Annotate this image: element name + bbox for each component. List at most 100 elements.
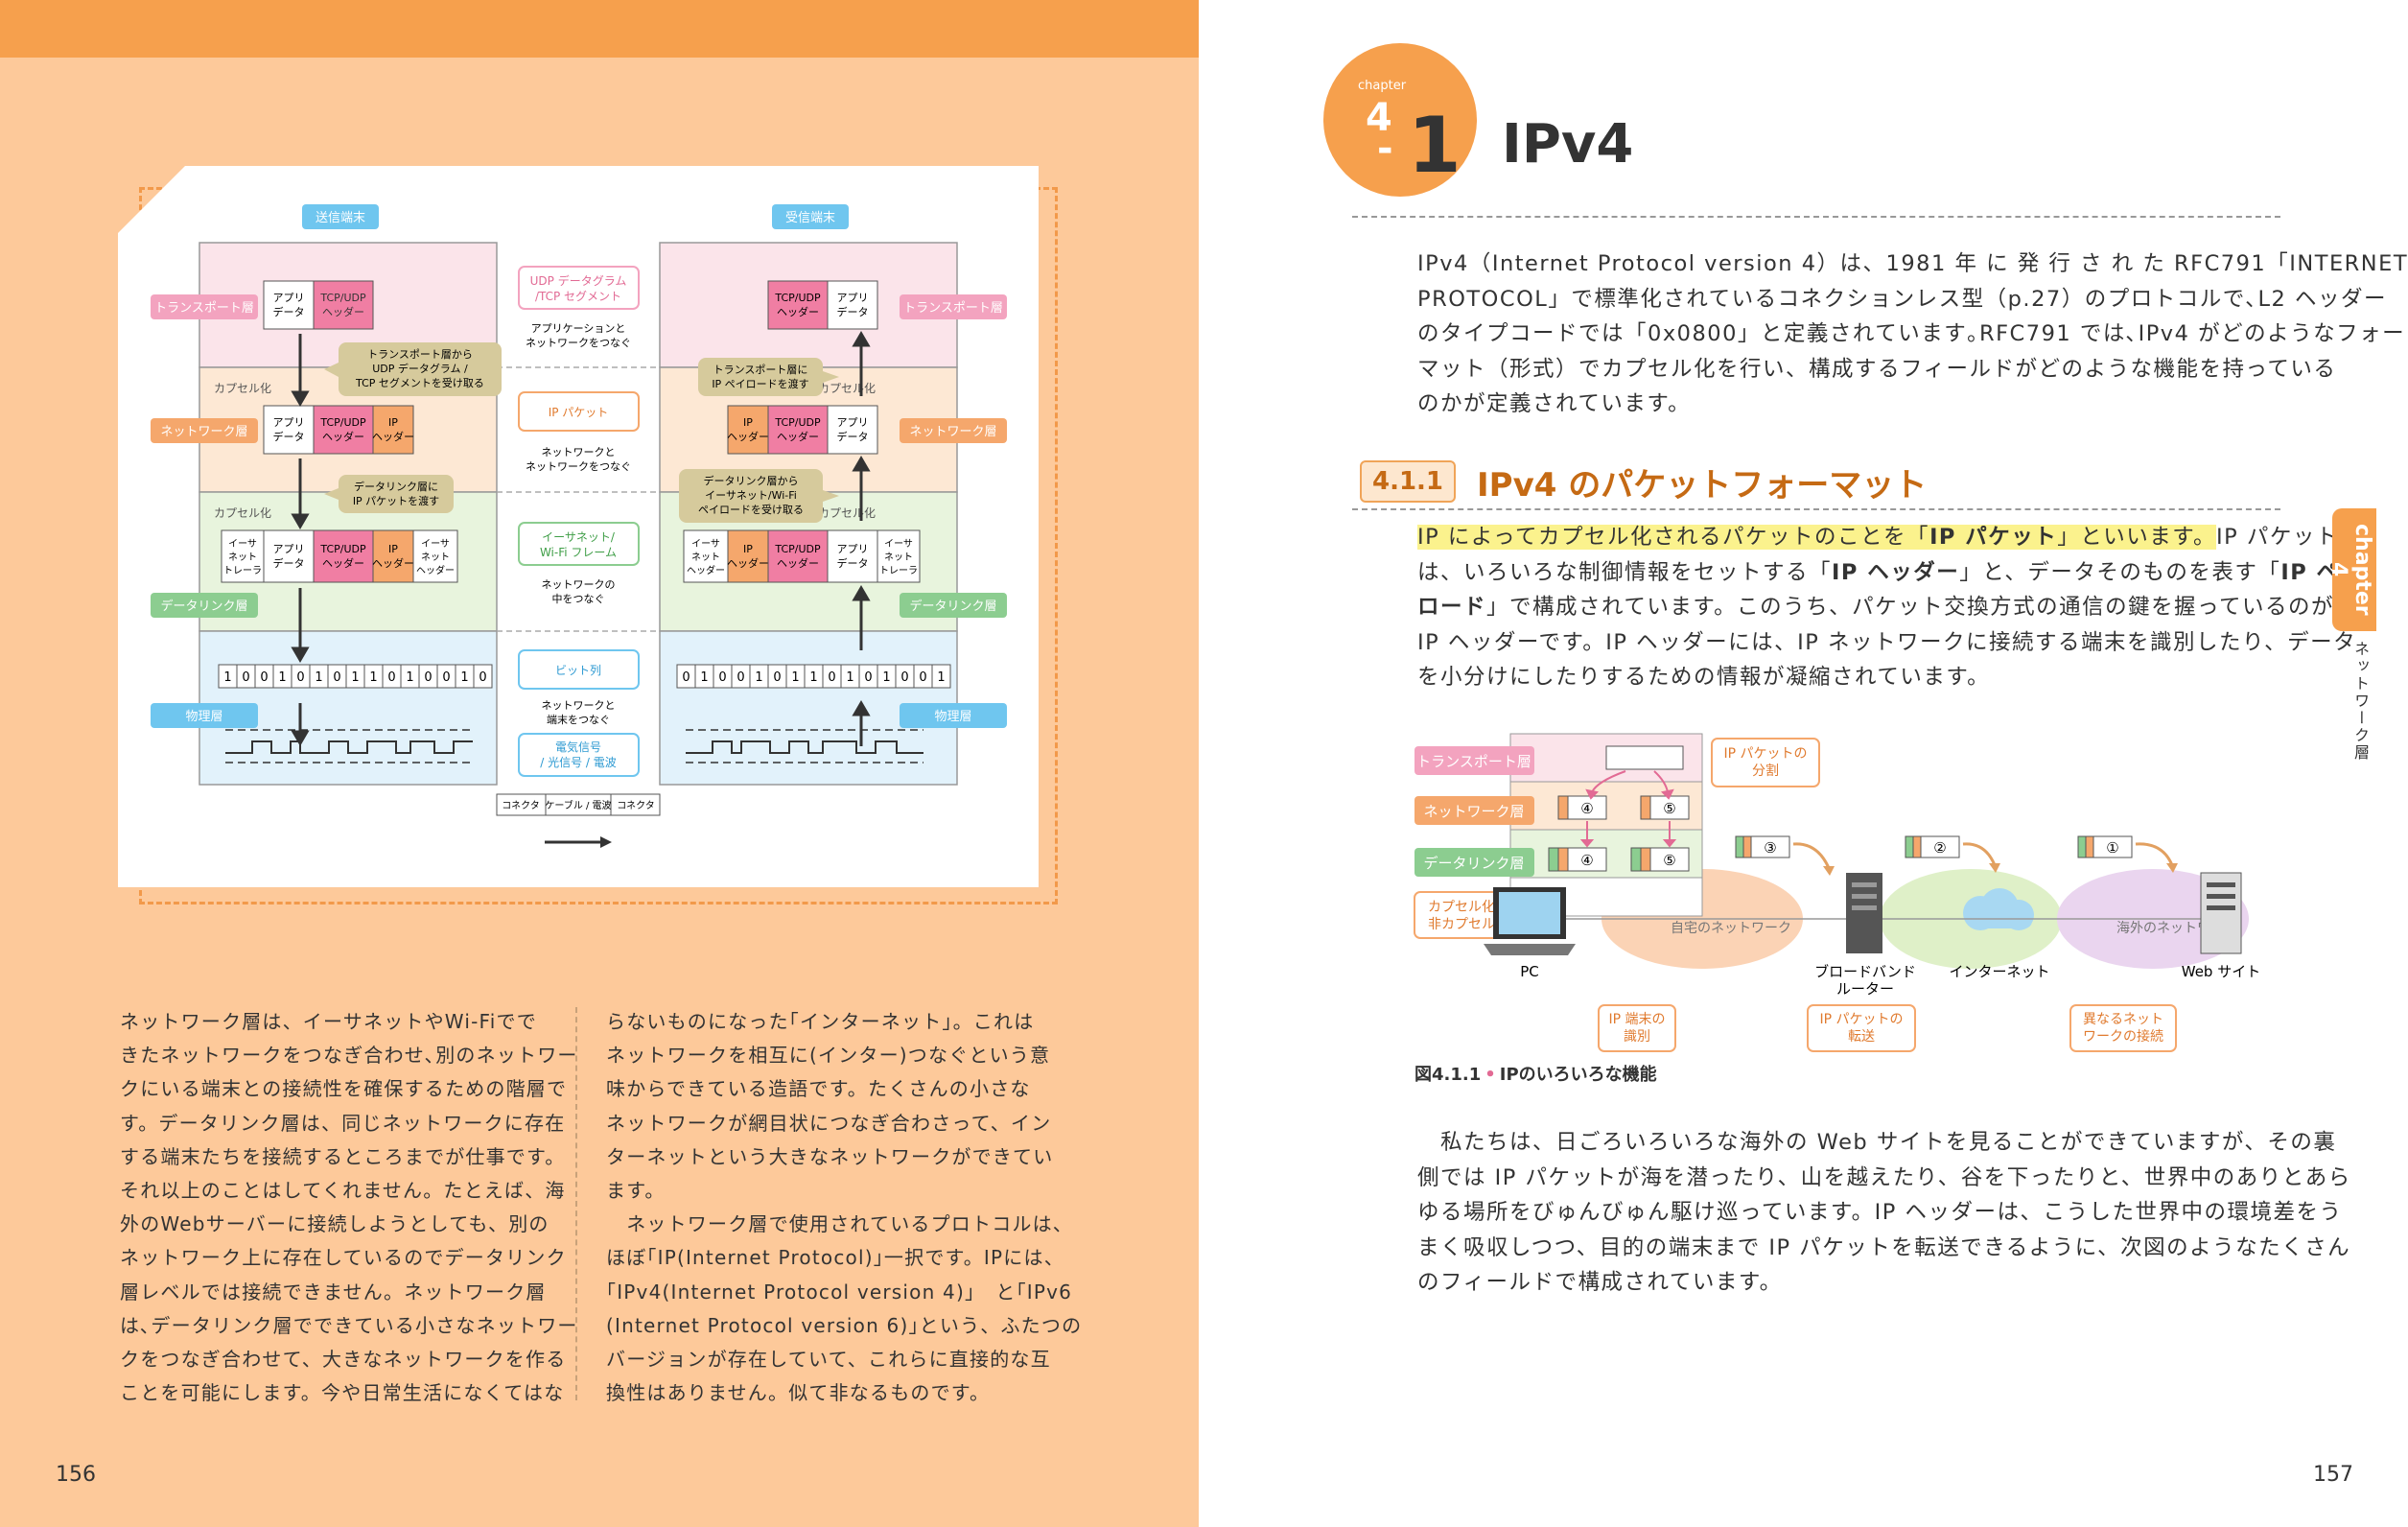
bit-value: 0 (736, 670, 744, 685)
func-identify: IP 端末の 識別 (1598, 1004, 1676, 1052)
bit-value: 0 (773, 670, 781, 685)
packet-line-3: ロード」で構成されています。このうち、パケット交換方式の通信の鍵を握っているのが (1417, 595, 2334, 620)
svg-text:IP: IP (388, 543, 398, 555)
signal-waves (225, 729, 923, 764)
svg-text:ネット: ネット (884, 552, 913, 563)
left-col2-line: ネットワーク層で使用されているプロトコルは、 (606, 1212, 1073, 1236)
send-arrows (291, 334, 310, 746)
recv-transport-badge (900, 294, 1007, 319)
svg-text:イーサ: イーサ (884, 538, 913, 550)
svg-text:イーサ: イーサ (228, 538, 257, 550)
recv-terminal-label: 受信端末 (785, 211, 835, 225)
svg-text:③: ③ (1764, 839, 1776, 857)
bit-value: 0 (260, 670, 268, 685)
svg-text:分割: 分割 (1752, 763, 1779, 779)
bit-value: 0 (718, 670, 726, 685)
svg-text:Wi-Fi フレーム: Wi-Fi フレーム (540, 546, 617, 559)
left-col1-line: クをつなぎ合わせて、大きなネットワークを作る (120, 1348, 567, 1372)
fig2-network-label: ネットワーク層 (1423, 803, 1524, 820)
subsection-rule (1352, 508, 2280, 510)
subsection-title: IPv4 のパケットフォーマット (1477, 466, 1928, 505)
svg-text:ネットワークと: ネットワークと (542, 446, 616, 458)
bit-cell (931, 664, 951, 689)
bit-value: 0 (424, 670, 432, 685)
figure-caption: 図4.1.1•IPのいろいろな機能 (1414, 1065, 1657, 1085)
func-connect: 異なるネット ワークの接続 (2069, 1004, 2177, 1052)
bit-value: 1 (700, 670, 708, 685)
left-column-1: ネットワーク層は、イーサネットやWi-Fiでできたネットワークをつなぎ合わせ､別… (120, 1005, 578, 1410)
svg-text:ネットワークをつなぐ: ネットワークをつなぐ (526, 337, 631, 349)
router-label-1: ブロードバンド (1814, 963, 1916, 980)
left-col1-line: 外のWebサーバーに接続しようとしても、別の (120, 1212, 549, 1236)
svg-text:データ: データ (837, 430, 869, 443)
svg-text:ネット: ネット (228, 552, 257, 563)
svg-text:イーサ: イーサ (421, 538, 450, 550)
closing-line: まく吸収しつつ、目的の端末まで IP パケットを転送できるように、次図のようなた… (1417, 1234, 2351, 1260)
svg-text:識別: 識別 (1624, 1029, 1650, 1045)
left-col2-line: ネットワークが網目状につなぎ合わさって、イン (606, 1111, 1052, 1135)
bit-value: 1 (809, 670, 817, 685)
svg-text:コネクタ: コネクタ (617, 800, 655, 811)
svg-text:IP ペイロードを渡す: IP ペイロードを渡す (712, 377, 808, 390)
left-col2-line: ます。 (606, 1179, 666, 1203)
send-terminal-badge (302, 204, 379, 229)
intro-paragraph: IPv4（Internet Protocol version 4）は、1981 … (1417, 247, 2408, 422)
svg-text:アプリ: アプリ (837, 416, 869, 429)
svg-text:IP: IP (743, 416, 753, 429)
recv-network-badge (900, 418, 1007, 443)
pc-label: PC (1520, 963, 1539, 980)
bit-value: 1 (278, 670, 286, 685)
closing-line: 私たちは、日ごろいろいろな海外の Web サイトを見ることができていますが、その… (1417, 1130, 2337, 1155)
transit-arrows (1792, 842, 2174, 869)
svg-text:異なるネット: 異なるネット (2083, 1012, 2163, 1027)
svg-text:UDP データグラム: UDP データグラム (530, 273, 627, 288)
svg-text:アプリ: アプリ (273, 416, 305, 429)
chapter-number: 4 (1366, 96, 1392, 140)
title-rule (1352, 216, 2280, 218)
left-col1-line: 層レベルでは接続できません。ネットワーク層 (120, 1280, 547, 1304)
send-transport-cells: アプリ データ TCP/UDP ヘッダー (263, 280, 374, 330)
chapter-circle (1323, 43, 1477, 197)
svg-text:アプリ: アプリ (273, 292, 305, 304)
svg-text:アプリ: アプリ (837, 292, 869, 304)
page-title: IPv4 (1502, 113, 1634, 176)
chapter-word: chapter (1358, 79, 1407, 93)
svg-text:ケーブル / 電波: ケーブル / 電波 (545, 799, 611, 811)
svg-text:④: ④ (1580, 852, 1593, 869)
left-col1-line: する端末たちを接続するところまでが仕事です。 (120, 1144, 566, 1168)
column-divider (575, 1007, 577, 1400)
send-terminal-label: 送信端末 (316, 211, 365, 225)
closing-line: のフィールドで構成されています。 (1417, 1270, 1783, 1295)
svg-text:イーサネット/: イーサネット/ (542, 530, 616, 544)
recv-terminal-badge (772, 204, 849, 229)
transit-packet-1: ① (2077, 835, 2133, 858)
internet-cloud-icon (1963, 888, 2034, 930)
send-encap-label-1: カプセル化 (214, 382, 271, 395)
bit-value: 1 (755, 670, 762, 685)
bit-value: 0 (919, 670, 926, 685)
send-network-cells: アプリ データ TCP/UDP ヘッダー IP ヘッダー (263, 405, 414, 455)
section-number: 1 (1408, 101, 1461, 190)
svg-text:ヘッダー: ヘッダー (727, 430, 769, 443)
svg-text:中をつなぐ: 中をつなぐ (552, 593, 605, 605)
svg-text:ペイロードを受け取る: ペイロードを受け取る (698, 504, 804, 516)
subsection-number: 4.1.1 (1360, 460, 1456, 503)
svg-text:IP パケット: IP パケット (549, 406, 609, 419)
svg-text:データ: データ (273, 430, 305, 443)
svg-text:TCP/UDP: TCP/UDP (774, 292, 821, 304)
left-col2-line: ほぼ｢IP(Internet Protocol)｣一択です。IPには、 (606, 1246, 1064, 1270)
svg-text:データ: データ (837, 556, 869, 570)
bit-value: 0 (296, 670, 304, 685)
svg-text:データ: データ (837, 305, 869, 318)
send-transport-badge (151, 294, 258, 319)
bit-value: 0 (900, 670, 908, 685)
web-server-icon (2200, 872, 2242, 954)
mid-bits: ビット列 ネットワークと 端末をつなぐ 電気信号 / 光信号 / 電波 (518, 649, 640, 777)
chapter-side-tab-label: chapter 4 (2326, 524, 2374, 616)
bit-value: 0 (442, 670, 450, 685)
left-col2-line: 味からできている造語です。たくさんの小さな (606, 1077, 1031, 1101)
svg-text:イーサ: イーサ (691, 538, 720, 550)
bit-value: 0 (387, 670, 395, 685)
bit-value: 1 (882, 670, 890, 685)
